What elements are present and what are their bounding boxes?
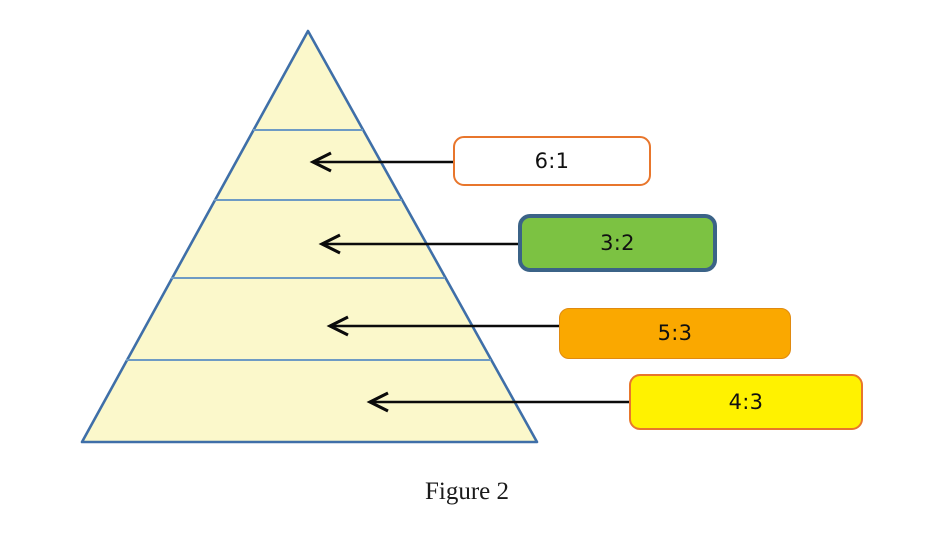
callout-label-6-1[interactable]: 6:1 bbox=[453, 136, 651, 186]
figure-caption: Figure 2 bbox=[424, 478, 510, 505]
callout-arrow-3 bbox=[366, 391, 629, 413]
callout-label-text: 5:3 bbox=[657, 321, 693, 345]
callout-label-text: 3:2 bbox=[600, 230, 635, 255]
callout-label-text: 4:3 bbox=[728, 389, 764, 414]
callout-arrow-2 bbox=[326, 315, 559, 337]
pyramid-shape bbox=[80, 29, 539, 444]
callout-arrows bbox=[309, 151, 629, 413]
callout-arrow-1 bbox=[318, 233, 518, 255]
callout-label-text: 6:1 bbox=[534, 148, 570, 173]
callout-label-5-3[interactable]: 5:3 bbox=[559, 308, 791, 359]
callout-label-3-2[interactable]: 3:2 bbox=[518, 214, 717, 272]
pyramid-tier-dividers bbox=[126, 129, 491, 361]
callout-label-4-3[interactable]: 4:3 bbox=[629, 374, 863, 430]
callout-arrow-0 bbox=[309, 151, 453, 173]
